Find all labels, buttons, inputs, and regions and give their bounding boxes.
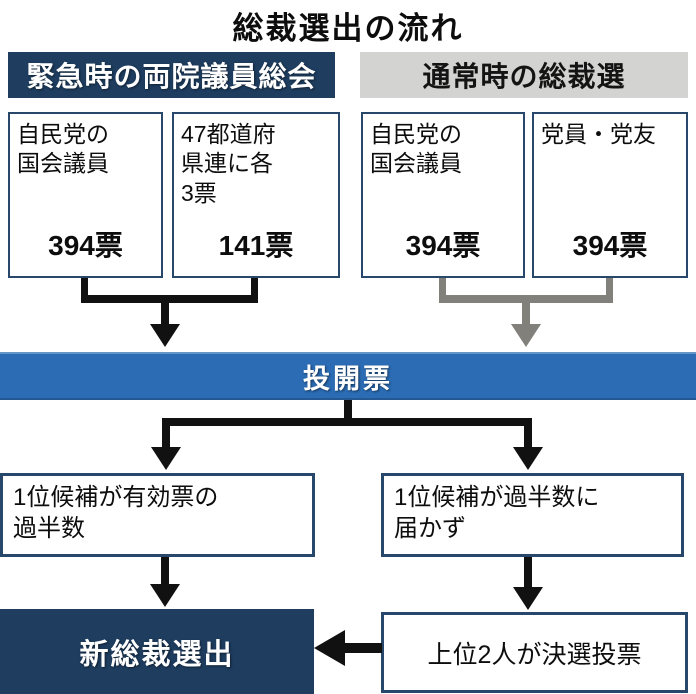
arrow-down-icon — [513, 447, 543, 470]
vote-box-label: 党員・党友 — [541, 121, 656, 147]
connector-line — [524, 557, 532, 587]
arrow-down-gray-icon — [511, 324, 541, 347]
connector-line-gray — [606, 278, 613, 298]
vote-box-party-members: 党員・党友 394票 — [532, 112, 688, 278]
header-normal: 通常時の総裁選 — [360, 52, 688, 98]
arrow-down-icon — [151, 447, 181, 470]
connector-line — [161, 300, 169, 326]
connector-line — [161, 557, 169, 585]
outcome-majority-box: 1位候補が有効票の 過半数 — [0, 473, 315, 557]
vote-box-prefectural-chapters: 47都道府 県連に各 3票 141票 — [172, 112, 340, 278]
connector-line-gray — [439, 295, 613, 303]
vote-count: 394票 — [48, 230, 123, 261]
connector-line — [81, 295, 258, 303]
arrow-down-icon — [150, 584, 180, 607]
vote-count: 394票 — [572, 230, 648, 261]
connector-line — [344, 643, 382, 653]
arrow-down-icon — [150, 324, 180, 347]
connector-line — [162, 418, 170, 448]
connector-line — [162, 418, 532, 426]
vote-box-label: 自民党の 国会議員 — [17, 121, 109, 177]
connector-line — [81, 278, 88, 298]
connector-line — [344, 400, 352, 422]
vote-count: 141票 — [218, 230, 294, 261]
vote-box-label: 自民党の 国会議員 — [370, 121, 462, 177]
result-new-president-box: 新総裁選出 — [0, 609, 314, 694]
connector-line — [524, 418, 532, 448]
connector-line-gray — [439, 278, 446, 298]
vote-counting-bar: 投開票 — [0, 352, 696, 400]
result-runoff-box: 上位2人が決選投票 — [381, 612, 688, 693]
outcome-no-majority-box: 1位候補が過半数に 届かず — [381, 473, 684, 557]
header-emergency: 緊急時の両院議員総会 — [8, 52, 335, 98]
page-title: 総裁選出の流れ — [232, 11, 464, 46]
arrow-down-icon — [513, 587, 543, 610]
vote-box-diet-members-emergency: 自民党の 国会議員 394票 — [8, 112, 163, 278]
vote-box-label: 47都道府 県連に各 3票 — [181, 121, 276, 206]
arrow-left-icon — [314, 630, 345, 666]
connector-line — [251, 278, 258, 298]
vote-box-diet-members-normal: 自民党の 国会議員 394票 — [361, 112, 525, 278]
connector-line-gray — [522, 300, 530, 326]
vote-count: 394票 — [405, 230, 481, 261]
